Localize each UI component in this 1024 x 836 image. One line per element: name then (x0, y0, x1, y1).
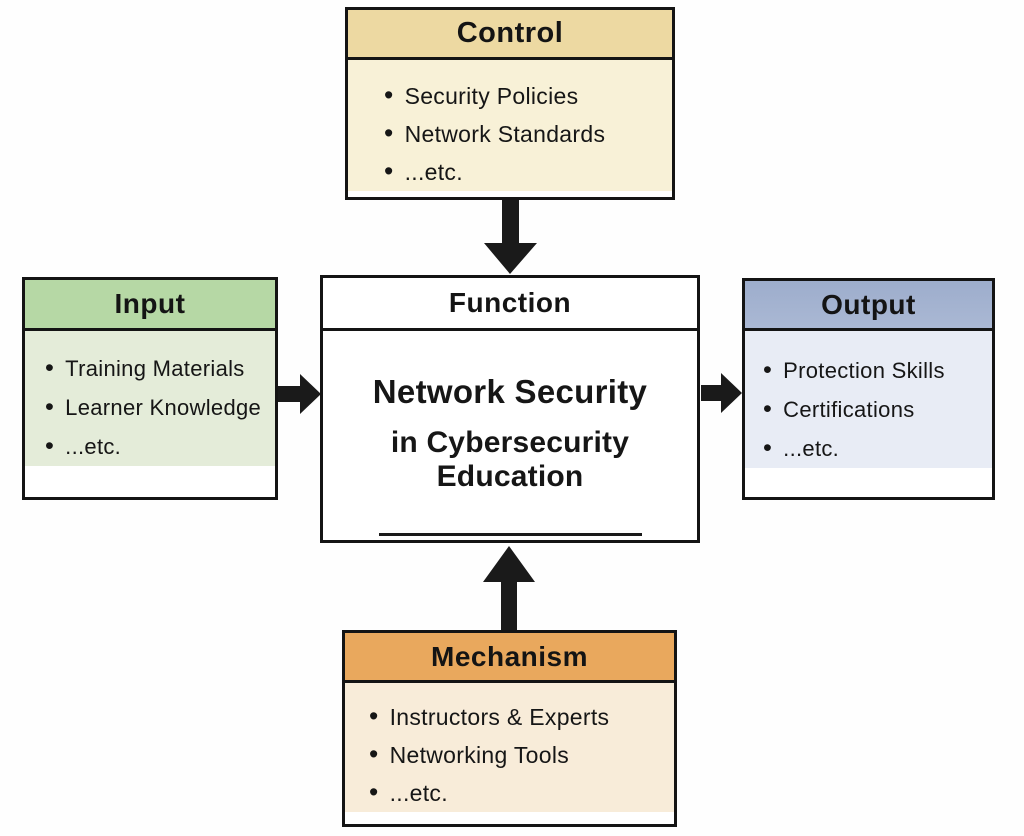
mechanism-box-body: • Instructors & Experts • Networking Too… (345, 683, 674, 812)
function-name-line1: Network Security (372, 373, 648, 410)
control-box-body: • Security Policies • Network Standards … (348, 60, 672, 191)
input-box: Input • Training Materials • Learner Kno… (22, 277, 278, 500)
input-bullet-list: • Training Materials • Learner Knowledge… (25, 331, 275, 466)
bullet-marker: • (763, 395, 773, 423)
arrow-function-to-output-icon (701, 373, 742, 413)
bullet-marker: • (45, 354, 55, 382)
bullet-marker: • (369, 739, 379, 769)
function-box-title: Function (448, 287, 572, 318)
list-item-label: Certifications (783, 397, 915, 422)
control-box-title: Control (456, 17, 564, 49)
list-item: • ...etc. (384, 153, 672, 191)
function-box-body: Network Security in Cybersecurity Educat… (323, 331, 697, 536)
list-item-label: ...etc. (783, 436, 840, 461)
list-item: • ...etc. (763, 429, 992, 468)
bullet-marker: • (45, 393, 55, 421)
output-box-title: Output (821, 288, 916, 320)
list-item-label: Networking Tools (389, 742, 570, 768)
arrow-mechanism-to-function-icon (483, 546, 535, 630)
list-item: • ...etc. (369, 774, 674, 812)
list-item-label: Learner Knowledge (65, 395, 262, 420)
list-item: • Instructors & Experts (369, 698, 674, 736)
list-item-label: Training Materials (65, 356, 245, 381)
bullet-marker: • (763, 434, 773, 462)
bullet-marker: • (45, 432, 55, 460)
list-item-label: ...etc. (404, 159, 463, 185)
input-box-body: • Training Materials • Learner Knowledge… (25, 331, 275, 466)
list-item-label: Network Standards (404, 121, 606, 147)
input-box-title: Input (114, 288, 186, 319)
output-box: Output • Protection Skills • Certificati… (742, 278, 995, 500)
arrow-control-to-function-icon (484, 200, 537, 274)
arrow-input-to-function-icon (278, 374, 321, 414)
control-bullet-list: • Security Policies • Network Standards … (348, 60, 672, 191)
list-item: • Security Policies (384, 77, 672, 115)
bullet-marker: • (384, 80, 394, 110)
control-box: Control • Security Policies • Network St… (345, 7, 675, 200)
list-item: • ...etc. (45, 427, 275, 466)
list-item: • Certifications (763, 390, 992, 429)
output-box-header: Output (745, 281, 992, 331)
function-box: Function Network Security in Cybersecuri… (320, 275, 700, 543)
mechanism-bullet-list: • Instructors & Experts • Networking Too… (345, 683, 674, 812)
control-box-header: Control (348, 10, 672, 60)
output-box-body: • Protection Skills • Certifications • .… (745, 331, 992, 468)
list-item: • Training Materials (45, 349, 275, 388)
mechanism-box-title: Mechanism (431, 640, 588, 672)
function-box-header: Function (323, 278, 697, 331)
list-item-label: ...etc. (65, 434, 122, 459)
list-item: • Learner Knowledge (45, 388, 275, 427)
function-underline (378, 533, 642, 536)
bullet-marker: • (369, 701, 379, 731)
list-item-label: Security Policies (404, 83, 579, 109)
bullet-marker: • (763, 356, 773, 384)
mechanism-box: Mechanism • Instructors & Experts • Netw… (342, 630, 677, 827)
list-item-label: Instructors & Experts (389, 704, 610, 730)
list-item: • Protection Skills (763, 351, 992, 390)
bullet-marker: • (369, 777, 379, 807)
input-box-header: Input (25, 280, 275, 331)
list-item-label: ...etc. (389, 780, 448, 806)
bullet-marker: • (384, 156, 394, 186)
list-item: • Network Standards (384, 115, 672, 153)
list-item: • Networking Tools (369, 736, 674, 774)
mechanism-box-header: Mechanism (345, 633, 674, 683)
function-name-line2: in Cybersecurity Education (390, 426, 630, 493)
list-item-label: Protection Skills (783, 358, 945, 383)
output-bullet-list: • Protection Skills • Certifications • .… (745, 331, 992, 468)
bullet-marker: • (384, 118, 394, 148)
